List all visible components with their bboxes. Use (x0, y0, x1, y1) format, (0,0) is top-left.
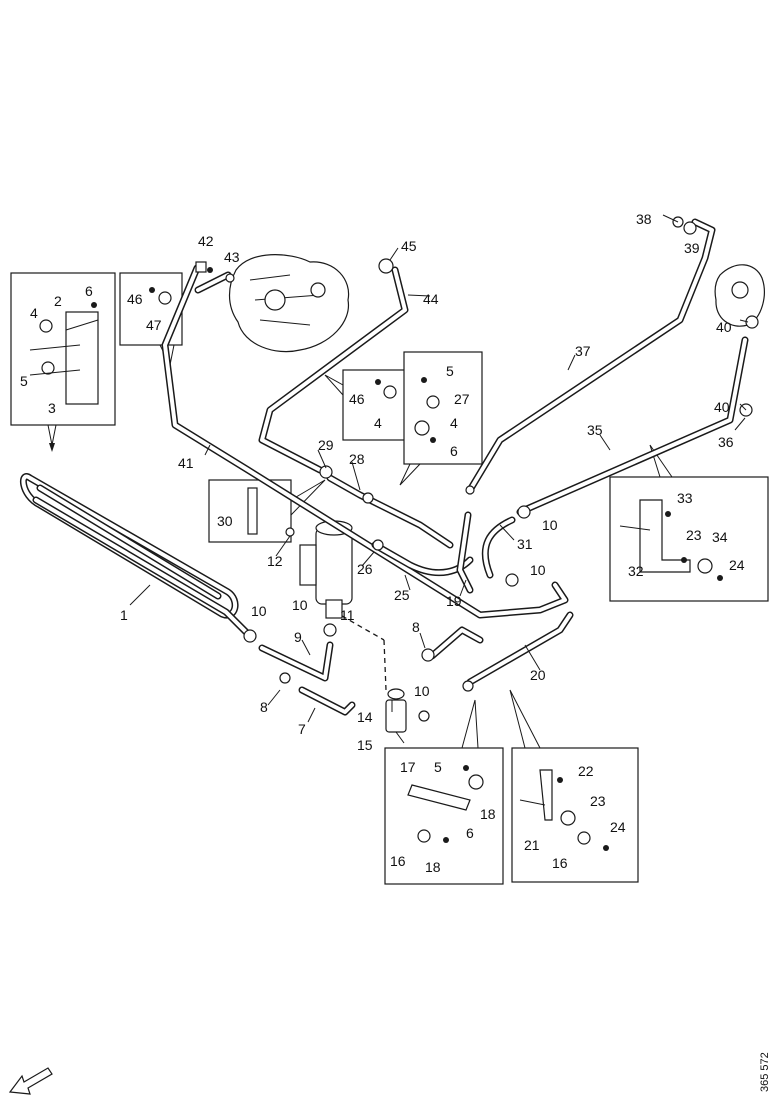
label-42: 42 (198, 233, 214, 249)
label-4: 4 (450, 415, 458, 431)
steering-gear (714, 264, 765, 327)
detail-box-bracket-21 (509, 689, 639, 883)
label-5: 5 (446, 363, 454, 379)
label-5: 5 (20, 373, 28, 389)
label-31: 31 (517, 536, 533, 552)
oil-reservoir (299, 520, 387, 691)
label-4: 4 (30, 305, 38, 321)
label-4: 4 (374, 415, 382, 431)
label-46: 46 (349, 391, 365, 407)
label-26: 26 (357, 561, 373, 577)
label-11: 11 (340, 607, 355, 623)
fittings (195, 216, 759, 722)
label-17: 17 (400, 759, 416, 775)
label-38: 38 (636, 211, 652, 227)
label-25: 25 (394, 587, 410, 603)
label-23: 23 (590, 793, 606, 809)
label-1: 1 (120, 607, 128, 623)
label-6: 6 (450, 443, 458, 459)
detail-box-clip-46-4 (324, 369, 410, 441)
label-24: 24 (610, 819, 626, 835)
label-8: 8 (260, 699, 268, 715)
label-21: 21 (524, 837, 540, 853)
label-10: 10 (292, 597, 308, 613)
label-40: 40 (716, 319, 732, 335)
label-10: 10 (414, 683, 430, 699)
label-28: 28 (349, 451, 365, 467)
label-37: 37 (575, 343, 591, 359)
label-44: 44 (423, 291, 439, 307)
label-36: 36 (718, 434, 734, 450)
steering-pump (228, 254, 350, 353)
label-15: 15 (357, 737, 373, 753)
detail-box-clamp-27 (399, 351, 483, 486)
label-40: 40 (714, 399, 730, 415)
label-24: 24 (729, 557, 745, 573)
label-12: 12 (267, 553, 283, 569)
label-46: 46 (127, 291, 143, 307)
detail-box-bracket-17 (384, 699, 504, 885)
label-10: 10 (542, 517, 558, 533)
leader-lines (129, 214, 749, 744)
pipes (161, 218, 749, 716)
direction-arrow-icon (8, 1067, 53, 1095)
label-5: 5 (434, 759, 442, 775)
label-10: 10 (251, 603, 267, 619)
label-23: 23 (686, 527, 702, 543)
label-6: 6 (466, 825, 474, 841)
label-19: 19 (446, 593, 462, 609)
label-34: 34 (712, 529, 728, 545)
label-18: 18 (425, 859, 441, 875)
label-18: 18 (480, 806, 496, 822)
label-7: 7 (298, 721, 306, 737)
label-16: 16 (552, 855, 568, 871)
detail-box-bracket-right (609, 444, 769, 602)
label-16: 16 (390, 853, 406, 869)
label-45: 45 (401, 238, 417, 254)
label-6: 6 (85, 283, 93, 299)
label-9: 9 (294, 629, 302, 645)
label-39: 39 (684, 240, 700, 256)
detail-box-bracket-left (10, 272, 116, 452)
label-32: 32 (628, 563, 644, 579)
label-33: 33 (677, 490, 693, 506)
label-47: 47 (146, 317, 162, 333)
label-27: 27 (454, 391, 470, 407)
filter (385, 688, 407, 733)
label-29: 29 (318, 437, 334, 453)
oil-cooler (20, 472, 250, 636)
label-22: 22 (578, 763, 594, 779)
label-10: 10 (530, 562, 546, 578)
label-41: 41 (178, 455, 194, 471)
callout-labels: 1 2 3 4 5 6 7 8 8 9 10 10 10 10 10 11 12… (20, 211, 745, 875)
label-20: 20 (530, 667, 546, 683)
label-35: 35 (587, 422, 603, 438)
label-30: 30 (217, 513, 233, 529)
drawing-number: 365 572 (759, 1052, 771, 1092)
label-8: 8 (412, 619, 420, 635)
label-43: 43 (224, 249, 240, 265)
label-2: 2 (54, 293, 62, 309)
label-14: 14 (357, 709, 373, 725)
label-3: 3 (48, 400, 56, 416)
